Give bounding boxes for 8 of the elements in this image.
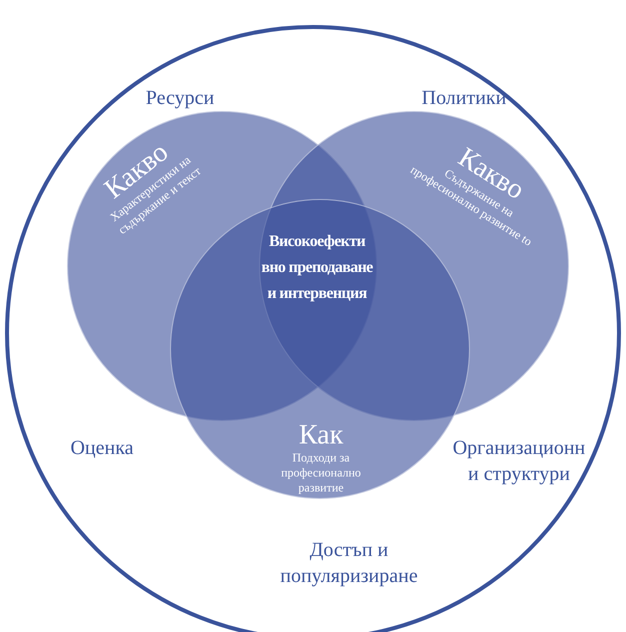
category-label: Достъп и популяризиране	[279, 538, 419, 589]
center-label: Високоефекти вно преподаване и интервенция	[260, 232, 374, 304]
category-label: Организационн и структури	[452, 436, 586, 487]
circle-description: Подходи за професионално развитие	[280, 450, 362, 496]
circle-heading: Как	[298, 420, 344, 450]
category-label: Политики	[420, 86, 508, 111]
category-label: Ресурси	[144, 86, 216, 111]
category-label: Оценка	[69, 436, 135, 461]
